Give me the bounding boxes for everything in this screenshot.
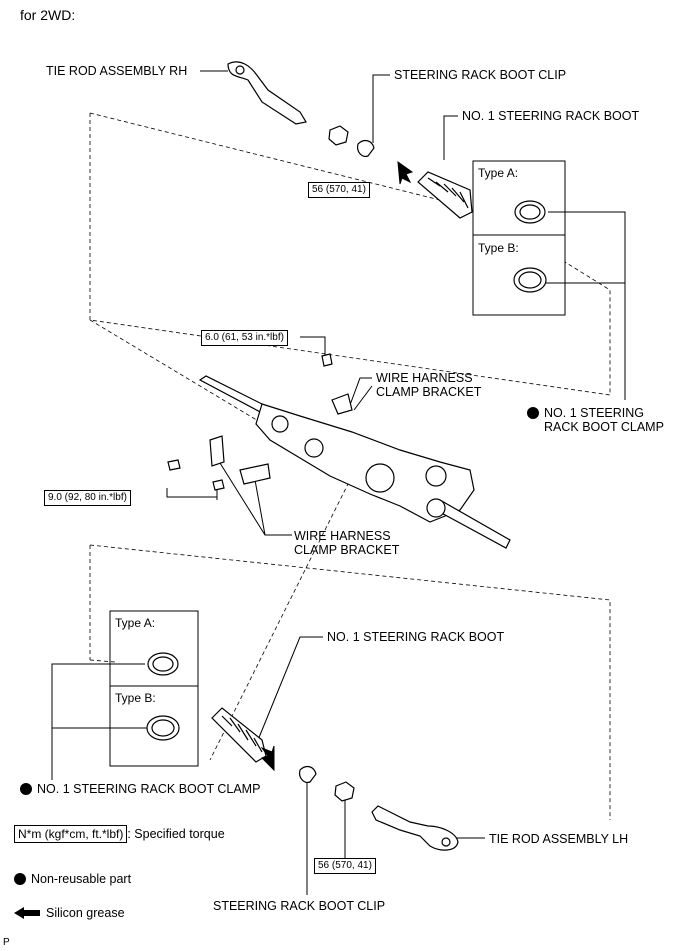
tie-rod-rh-shape — [227, 61, 307, 125]
torque-tie-rod-nut-bottom: 56 (570, 41) — [314, 858, 376, 874]
label-bracket-top: WIRE HARNESS CLAMP BRACKET — [376, 371, 482, 399]
steering-gear-shape — [198, 375, 511, 549]
leader-lines — [51, 70, 626, 895]
grease-arrows — [260, 160, 414, 772]
label-clamp-left-row: NO. 1 STEERING RACK BOOT CLAMP — [20, 782, 260, 796]
torque-bracket-bolt-top: 6.0 (61, 53 in.*lbf) — [201, 330, 288, 346]
page-heading: for 2WD: — [20, 7, 76, 23]
legend-torque-row: N*m (kgf*cm, ft.*lbf): Specified torque — [14, 825, 225, 843]
label-clamp-left: NO. 1 STEERING RACK BOOT CLAMP — [37, 782, 261, 796]
torque-tie-rod-nut-top: 56 (570, 41) — [308, 182, 370, 198]
type-b-bottom: Type B: — [115, 691, 156, 705]
torque-bracket-bolts: 9.0 (92, 80 in.*lbf) — [44, 490, 131, 506]
footer-code: P — [3, 937, 10, 948]
label-tie-rod-lh: TIE ROD ASSEMBLY LH — [489, 832, 629, 846]
nonreusable-dot-icon — [14, 873, 26, 885]
nonreusable-dot-icon — [527, 407, 539, 419]
legend-torque-example: N*m (kgf*cm, ft.*lbf) — [14, 825, 128, 843]
legend-grease: Silicon grease — [46, 906, 125, 920]
boot-bottom-shape — [211, 707, 267, 763]
label-boot-top: NO. 1 STEERING RACK BOOT — [462, 109, 640, 123]
label-boot-clip-bottom: STEERING RACK BOOT CLIP — [213, 899, 386, 913]
dashed-plane-bottom — [89, 469, 611, 820]
grease-arrow-icon — [14, 907, 40, 919]
legend-nonreusable-row: Non-reusable part — [14, 872, 131, 886]
label-clamp-right-row: NO. 1 STEERING RACK BOOT CLAMP — [527, 406, 664, 434]
boot-top-shape — [417, 171, 473, 219]
legend-grease-row: Silicon grease — [14, 906, 125, 920]
tie-rod-lh-shape — [371, 805, 459, 851]
legend-nonreusable: Non-reusable part — [31, 872, 132, 886]
type-b-top: Type B: — [478, 241, 519, 255]
label-tie-rod-rh: TIE ROD ASSEMBLY RH — [46, 64, 188, 78]
label-boot-bottom: NO. 1 STEERING RACK BOOT — [327, 630, 505, 644]
label-boot-clip-top: STEERING RACK BOOT CLIP — [394, 68, 567, 82]
type-boxes — [109, 160, 566, 767]
legend-torque-text: : Specified torque — [127, 827, 225, 841]
nonreusable-dot-icon — [20, 783, 32, 795]
type-a-bottom: Type A: — [115, 616, 156, 630]
clamp-rings — [146, 200, 547, 741]
dashed-plane-top — [89, 112, 611, 441]
label-bracket-bottom: WIRE HARNESS CLAMP BRACKET — [294, 529, 400, 557]
label-clamp-right: NO. 1 STEERING RACK BOOT CLAMP — [544, 406, 664, 434]
nuts-and-clips — [167, 125, 375, 802]
type-a-top: Type A: — [478, 166, 519, 180]
